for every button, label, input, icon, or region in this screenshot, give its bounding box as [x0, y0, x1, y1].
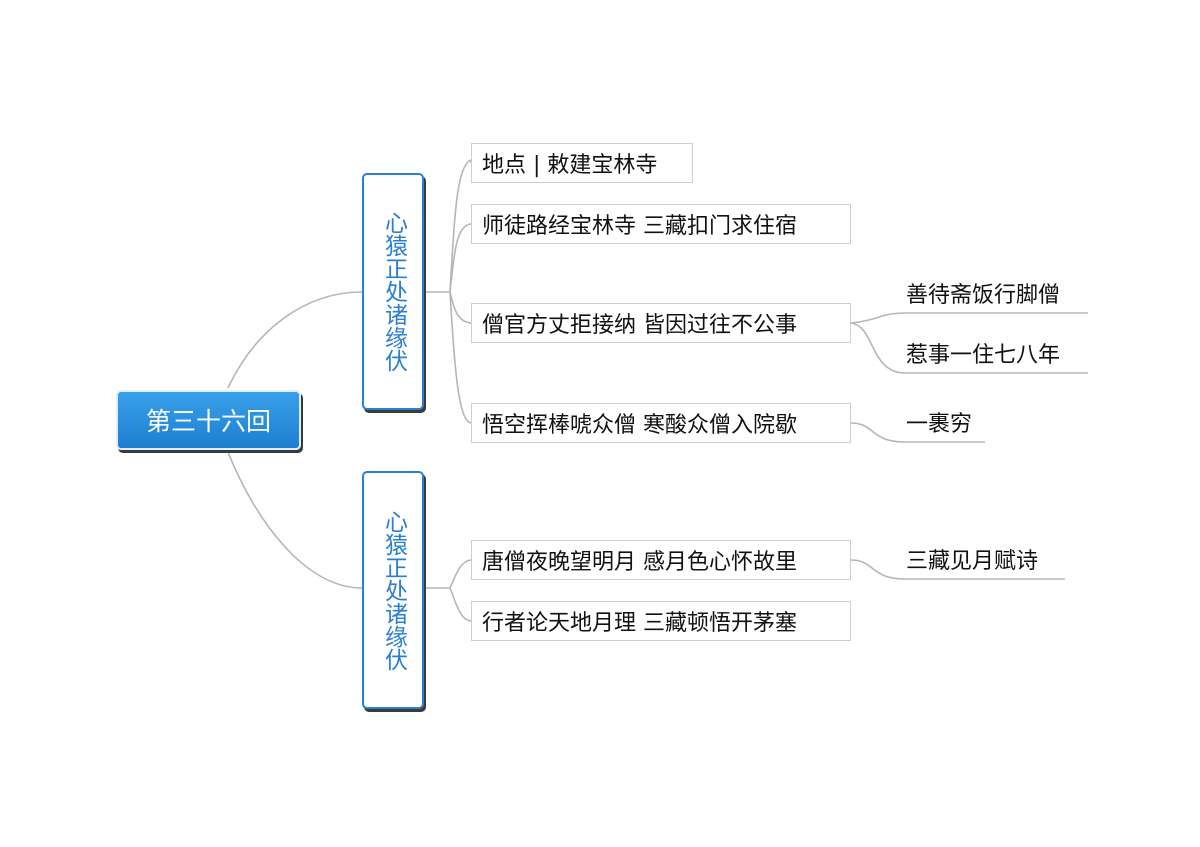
connector-topic4-leaf1	[850, 422, 985, 443]
root-label: 第三十六回	[145, 407, 271, 436]
branch-node-1[interactable]: 心猿正处诸缘伏	[362, 173, 424, 410]
topic-2-1[interactable]: 唐僧夜晚望明月 感月色心怀故里	[471, 540, 851, 580]
topic-label: 行者论天地月理 三藏顿悟开茅塞	[482, 611, 797, 636]
leaf-node[interactable]: 善待斋饭行脚僧	[906, 273, 1060, 313]
topic-2-2[interactable]: 行者论天地月理 三藏顿悟开茅塞	[471, 601, 851, 641]
branch-label-2: 心猿正处诸缘伏	[380, 509, 407, 671]
connector-root-branch-2	[227, 451, 363, 589]
topic-label: 唐僧夜晚望明月 感月色心怀故里	[482, 550, 797, 575]
topic-label: 师徒路经宝林寺 三藏扣门求住宿	[482, 214, 797, 239]
branch-node-2[interactable]: 心猿正处诸缘伏	[362, 471, 424, 709]
leaf-label: 一裹穷	[906, 412, 973, 437]
leaf-label: 三藏见月赋诗	[906, 549, 1039, 574]
topic-location[interactable]: 地点 | 敕建宝林寺	[471, 143, 693, 183]
branch-label-1: 心猿正处诸缘伏	[380, 211, 407, 372]
connector-topic3-leaf2	[850, 322, 1088, 374]
topic-label: 僧官方丈拒接纳 皆因过往不公事	[482, 313, 797, 338]
connector-branch1-topic2	[449, 223, 472, 293]
leaf-node[interactable]: 一裹穷	[906, 402, 972, 442]
leaf-label: 惹事一住七八年	[906, 343, 1061, 368]
topic-1-2[interactable]: 师徒路经宝林寺 三藏扣门求住宿	[471, 204, 851, 244]
connector-root-branch-1	[227, 291, 363, 389]
connector-branch2-topic1	[449, 559, 472, 589]
topic-1-4[interactable]: 悟空挥棒唬众僧 寒酸众僧入院歇	[471, 403, 851, 443]
connector-topic5-leaf1	[850, 559, 1065, 580]
connector-topic3-leaf1	[850, 312, 1088, 324]
connector-branch1-topic1	[449, 158, 472, 293]
topic-label: 地点 | 敕建宝林寺	[482, 153, 658, 178]
topic-1-3[interactable]: 僧官方丈拒接纳 皆因过往不公事	[471, 303, 851, 343]
connector-branch2-topic2	[449, 587, 472, 622]
leaf-node[interactable]: 三藏见月赋诗	[906, 539, 1038, 579]
leaf-node[interactable]: 惹事一住七八年	[906, 333, 1060, 373]
root-node[interactable]: 第三十六回	[116, 390, 301, 450]
connector-branch1-topic4	[449, 291, 472, 424]
connector-branch1-topic3	[449, 291, 472, 324]
leaf-label: 善待斋饭行脚僧	[906, 283, 1061, 308]
topic-label: 悟空挥棒唬众僧 寒酸众僧入院歇	[482, 413, 797, 438]
